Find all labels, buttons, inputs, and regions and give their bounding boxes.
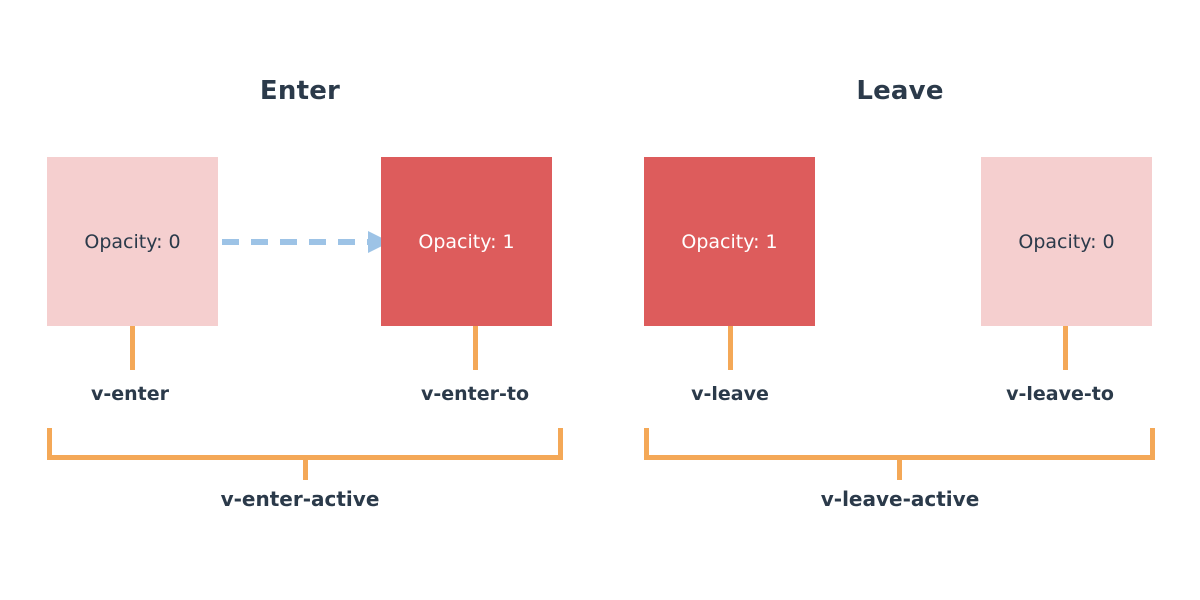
bracket-arm-left bbox=[644, 428, 649, 460]
label-v-leave-active: v-leave-active bbox=[820, 487, 980, 511]
arrow-enter-line bbox=[222, 239, 368, 245]
bracket-bar bbox=[47, 455, 563, 460]
panel-title-enter: Enter bbox=[259, 76, 341, 106]
box-enter-to-label: Opacity: 1 bbox=[418, 230, 515, 253]
panel-title-leave: Leave bbox=[856, 76, 944, 106]
bracket-arm-right bbox=[558, 428, 563, 460]
box-enter-to: Opacity: 1 bbox=[381, 157, 552, 326]
box-leave-from: Opacity: 1 bbox=[644, 157, 815, 326]
bracket-stem-enter bbox=[303, 460, 308, 480]
bracket-enter-active bbox=[47, 428, 563, 460]
bracket-stem-leave bbox=[897, 460, 902, 480]
box-enter-from: Opacity: 0 bbox=[47, 157, 218, 326]
label-v-leave-to: v-leave-to bbox=[1006, 383, 1114, 405]
arrow-enter bbox=[222, 231, 390, 253]
connector-v-enter bbox=[130, 326, 135, 370]
bracket-bar bbox=[644, 455, 1155, 460]
connector-v-leave-to bbox=[1063, 326, 1068, 370]
box-leave-to: Opacity: 0 bbox=[981, 157, 1152, 326]
box-leave-to-label: Opacity: 0 bbox=[1018, 230, 1115, 253]
label-v-leave: v-leave bbox=[691, 383, 769, 405]
panel-enter: Enter Opacity: 0 Opacity: 1 v-enter v-en… bbox=[47, 76, 563, 511]
panel-leave: Leave Opacity: 1 Opacity: 0 v-leave v-le… bbox=[600, 0, 1200, 600]
connector-v-enter-to bbox=[473, 326, 478, 370]
connector-v-leave bbox=[728, 326, 733, 370]
bracket-arm-right bbox=[1150, 428, 1155, 460]
bracket-arm-left bbox=[47, 428, 52, 460]
box-leave-from-label: Opacity: 1 bbox=[681, 230, 778, 253]
label-v-enter: v-enter bbox=[90, 383, 170, 405]
label-v-enter-to: v-enter-to bbox=[420, 383, 530, 405]
bracket-leave-active bbox=[644, 428, 1155, 460]
label-v-enter-active: v-enter-active bbox=[220, 487, 380, 511]
box-enter-from-label: Opacity: 0 bbox=[84, 230, 181, 253]
